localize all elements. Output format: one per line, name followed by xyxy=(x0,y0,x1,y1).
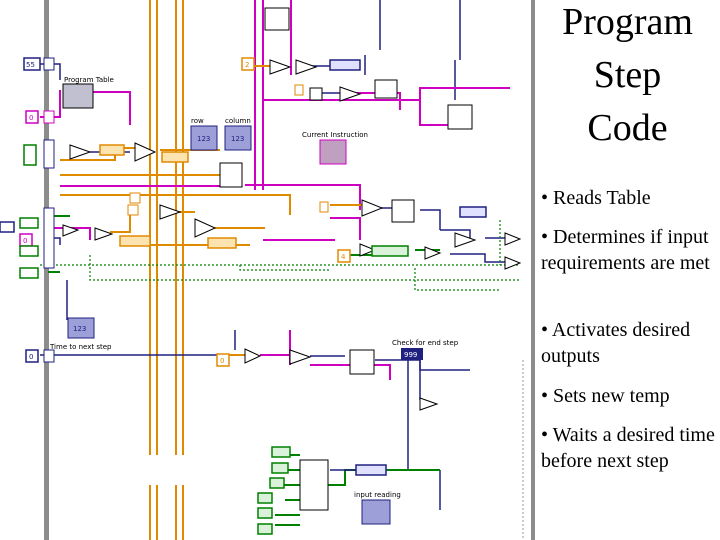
horizontal-wires xyxy=(40,63,520,526)
labview-block-diagram: 55 0 0 0 0 2 4 999 xyxy=(0,0,535,540)
loop-frame-right xyxy=(531,0,535,540)
vertical-wires xyxy=(66,0,461,540)
orange-bundles xyxy=(99,59,487,476)
constant-2[interactable]: 2 xyxy=(241,57,255,71)
slide-title: Program Step Code xyxy=(535,0,720,155)
column-label: column xyxy=(225,117,251,125)
row-label: row xyxy=(191,117,204,125)
slide-text-panel: Program Step Code • Reads Table • Determ… xyxy=(535,0,720,540)
time-to-next-step-value: 123 xyxy=(73,325,86,333)
slide-title-line: Program xyxy=(562,1,693,43)
input-reading-label: input reading xyxy=(354,491,401,499)
time-to-next-step-control[interactable]: 123 Time to next step xyxy=(49,317,112,351)
current-instruction-label: Current Instruction xyxy=(302,131,368,139)
constant-0-a[interactable]: 0 xyxy=(25,110,39,124)
function-nodes[interactable] xyxy=(62,59,522,411)
constant-0-c[interactable]: 0 xyxy=(25,349,39,363)
left-terminals[interactable] xyxy=(0,57,55,363)
bullet-activates-outputs: • Activates desired outputs xyxy=(541,319,691,367)
constant-4[interactable]: 4 xyxy=(337,249,351,263)
bullet-sets-temp: • Sets new temp xyxy=(541,385,670,407)
slide-title-line: Code xyxy=(587,107,668,149)
boolean-indicators[interactable] xyxy=(257,446,291,535)
constant-999-value: 999 xyxy=(404,351,417,359)
constant-0-c-value: 0 xyxy=(29,353,33,361)
row-value: 123 xyxy=(197,135,210,143)
constant-55-value: 55 xyxy=(26,61,35,69)
slide-title-line: Step xyxy=(593,54,662,96)
bullet-reads-table: • Reads Table xyxy=(541,187,651,209)
column-indicator[interactable]: column 123 xyxy=(224,117,252,151)
program-table-label: Program Table xyxy=(64,76,114,84)
constant-0-a-value: 0 xyxy=(29,114,33,122)
constant-2-value: 2 xyxy=(245,61,249,69)
input-reading-indicator[interactable]: input reading xyxy=(354,491,401,525)
constant-0-b-value: 0 xyxy=(23,237,27,245)
constant-0-b[interactable]: 0 xyxy=(19,233,33,247)
column-value: 123 xyxy=(231,135,244,143)
constant-55[interactable]: 55 xyxy=(23,57,41,71)
constant-999[interactable]: 999 xyxy=(401,348,423,360)
check-for-end-step[interactable]: Check for end step xyxy=(392,339,459,347)
loop-frame-left xyxy=(44,0,49,540)
time-to-next-step-label: Time to next step xyxy=(49,343,112,351)
check-for-end-step-label: Check for end step xyxy=(392,339,459,347)
constant-0-d[interactable]: 0 xyxy=(216,353,230,367)
misc-nodes[interactable] xyxy=(127,7,473,511)
program-table-control[interactable]: Program Table xyxy=(62,76,114,109)
constant-0-d-value: 0 xyxy=(220,357,224,365)
current-instruction-indicator[interactable]: Current Instruction xyxy=(302,131,368,165)
bullet-determines-requirements: • Determines if input requirements are m… xyxy=(541,226,710,274)
constant-4-value: 4 xyxy=(341,253,346,261)
row-indicator[interactable]: row 123 xyxy=(190,117,218,151)
bullet-waits-time: • Waits a desired time before next step xyxy=(541,424,715,472)
